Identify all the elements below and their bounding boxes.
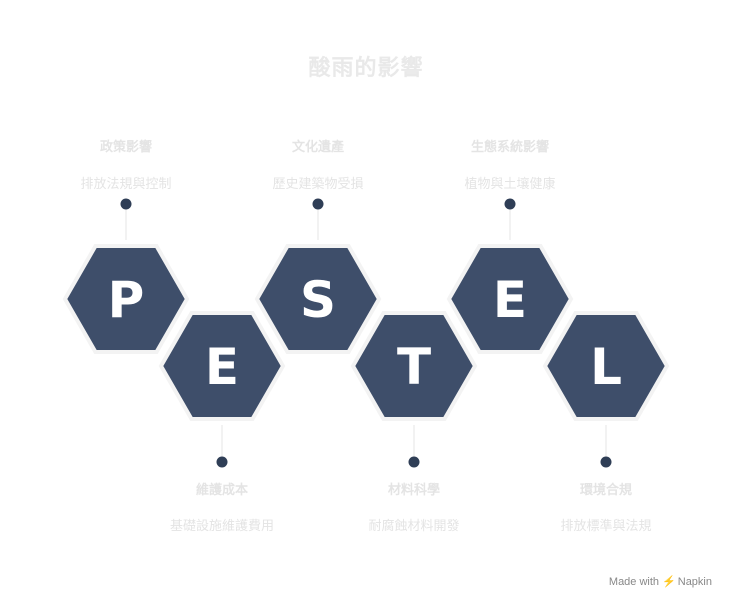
segment-e2-description: 植物與土壤健康: [464, 177, 556, 192]
segment-e2-label: 生態系統影響: [470, 140, 549, 155]
marker-dot-l: [600, 456, 612, 468]
segment-e1-label: 維護成本: [195, 483, 248, 498]
marker-dot-e2: [504, 198, 516, 210]
segment-s-label: 文化遺產: [291, 140, 344, 155]
napkin-watermark[interactable]: Made with⚡Napkin: [609, 575, 712, 588]
hexagon-p-letter: P: [108, 271, 145, 329]
hexagon-s: S: [254, 244, 382, 354]
marker-dot-s: [312, 198, 324, 210]
hexagon-p: P: [62, 244, 190, 354]
segment-p-label: 政策影響: [99, 140, 152, 155]
hexagon-e2: E: [446, 244, 574, 354]
hexagon-t: T: [350, 311, 478, 421]
watermark-brand: Napkin: [677, 576, 712, 588]
marker-dot-t: [408, 456, 420, 468]
marker-dot-p: [120, 198, 132, 210]
watermark-prefix: Made with: [608, 576, 660, 588]
marker-dot-e1: [216, 456, 228, 468]
segment-l-label: 環境合規: [579, 483, 632, 498]
hexagon-e2-letter: E: [493, 271, 527, 329]
segment-l-description: 排放標準與法規: [560, 519, 652, 534]
segment-t-description: 耐腐蝕材料開發: [368, 519, 460, 534]
segment-s-description: 歷史建築物受損: [272, 177, 364, 192]
hexagon-l: L: [542, 311, 670, 421]
hexagon-s-letter: S: [300, 271, 336, 329]
hexagon-l-letter: L: [590, 338, 622, 396]
hexagon-t-letter: T: [397, 338, 431, 396]
segment-p-description: 排放法規與控制: [80, 177, 172, 192]
hexagon-e1: E: [158, 311, 286, 421]
segment-t-label: 材料科學: [387, 483, 440, 498]
segment-e1-description: 基礎設施維護費用: [169, 519, 274, 534]
diagram-title: 酸雨的影響: [308, 56, 424, 81]
napkin-logo-icon: ⚡: [662, 576, 676, 588]
hexagon-e1-letter: E: [205, 338, 239, 396]
